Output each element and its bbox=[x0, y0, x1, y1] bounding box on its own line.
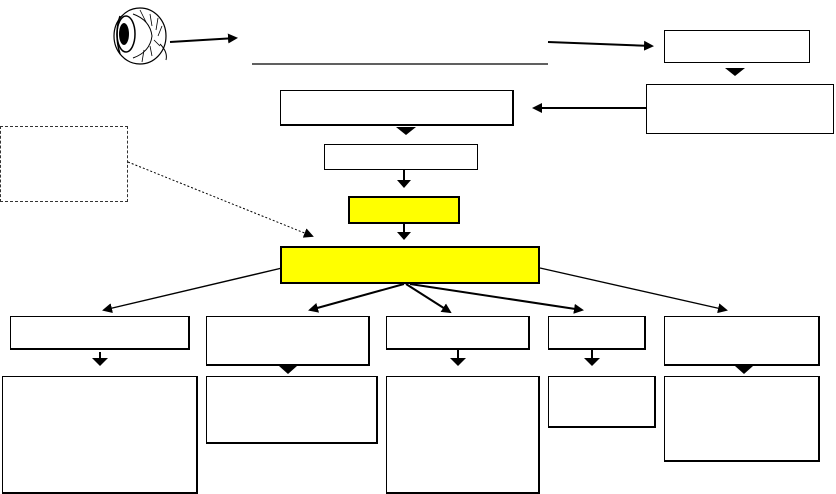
yellow-small-box[interactable] bbox=[348, 196, 460, 224]
center-second-box[interactable] bbox=[324, 144, 478, 170]
detail-box-5-text bbox=[665, 377, 818, 381]
branch-box-5-text bbox=[665, 317, 818, 321]
branch-box-4[interactable] bbox=[548, 316, 646, 350]
arrow-down-branch-5 bbox=[735, 366, 753, 374]
arrow-down-branch-1 bbox=[92, 358, 108, 366]
note-pointer bbox=[127, 161, 314, 238]
arrow-branch-3 bbox=[405, 283, 452, 314]
yellow-small-box-text bbox=[350, 198, 458, 202]
branch-box-2[interactable] bbox=[206, 316, 370, 366]
detail-box-1[interactable] bbox=[2, 376, 198, 494]
arrow-to-top-right bbox=[547, 40, 654, 51]
arrow-down-branch-4 bbox=[584, 358, 600, 366]
right-middle-box[interactable] bbox=[646, 84, 834, 134]
top-right-box-text bbox=[665, 31, 809, 35]
eye-label-area[interactable] bbox=[252, 44, 548, 62]
detail-box-4-text bbox=[549, 377, 654, 381]
arrow-down-yellow-small bbox=[397, 232, 411, 240]
arrow-branch-5 bbox=[539, 267, 728, 314]
yellow-wide-box-text bbox=[282, 248, 538, 252]
branch-box-1[interactable] bbox=[10, 316, 190, 350]
note-box[interactable] bbox=[0, 126, 128, 202]
right-middle-box-text bbox=[647, 85, 833, 89]
center-second-box-text bbox=[325, 145, 477, 149]
branch-box-3-text bbox=[387, 317, 528, 321]
detail-box-1-text bbox=[3, 377, 196, 381]
detail-box-5[interactable] bbox=[664, 376, 820, 462]
detail-box-2[interactable] bbox=[206, 376, 378, 444]
arrow-down-center-second bbox=[397, 180, 411, 188]
branch-box-1-text bbox=[11, 317, 188, 321]
note-box-text bbox=[1, 127, 127, 131]
detail-box-2-text bbox=[207, 377, 376, 381]
eye-label-text bbox=[252, 44, 548, 48]
yellow-wide-box[interactable] bbox=[280, 246, 540, 284]
eye-arrow bbox=[169, 33, 238, 44]
center-top-box-text bbox=[281, 91, 512, 95]
arrow-branch-1 bbox=[102, 267, 283, 314]
arrow-branch-4 bbox=[409, 283, 584, 314]
eye-icon bbox=[113, 7, 167, 65]
branch-box-5[interactable] bbox=[664, 316, 820, 366]
arrow-down-top-right bbox=[725, 68, 745, 76]
arrow-down-branch-3 bbox=[450, 358, 466, 366]
arrow-down-branch-2 bbox=[279, 366, 297, 374]
detail-box-3-text bbox=[387, 377, 538, 381]
detail-box-4[interactable] bbox=[548, 376, 656, 428]
arrow-down-center-top bbox=[396, 127, 416, 135]
detail-box-3[interactable] bbox=[386, 376, 540, 494]
branch-box-4-text bbox=[549, 317, 644, 321]
branch-box-3[interactable] bbox=[386, 316, 530, 350]
arrow-branch-2 bbox=[308, 283, 405, 313]
center-top-box[interactable] bbox=[280, 90, 514, 126]
top-right-box[interactable] bbox=[664, 30, 810, 63]
branch-box-2-text bbox=[207, 317, 368, 321]
